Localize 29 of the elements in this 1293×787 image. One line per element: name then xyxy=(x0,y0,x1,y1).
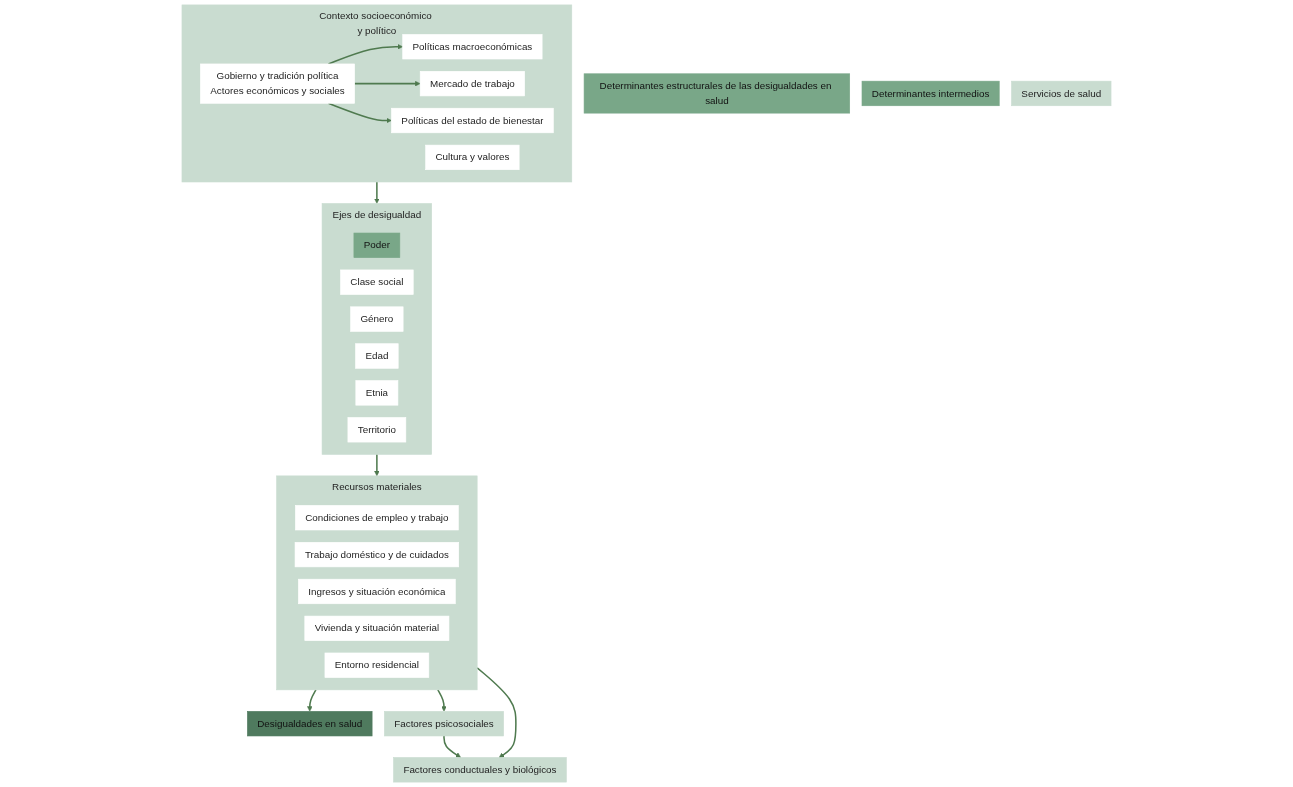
node-box: Cultura y valores xyxy=(425,144,520,170)
node-box: Trabajo doméstico y de cuidados xyxy=(294,542,459,568)
node-box: Poder xyxy=(353,232,401,258)
node-box: Factores psicosociales xyxy=(384,711,504,737)
node-box: Políticas del estado de bienestar xyxy=(391,107,554,134)
node-box: Mercado de trabajo xyxy=(419,71,525,97)
arrow xyxy=(476,667,517,758)
arrow xyxy=(353,80,421,87)
node-box: Etnia xyxy=(355,380,399,406)
node-box: Condiciones de empleo y trabajo xyxy=(295,505,459,531)
node-box: Servicios de salud xyxy=(1011,80,1112,107)
node-box: Determinantes intermedios xyxy=(861,80,1000,107)
arrow xyxy=(307,689,317,712)
node-box: Políticas macroeconómicas xyxy=(402,34,543,60)
arrow xyxy=(374,453,380,477)
node-box: Vivienda y situación material xyxy=(304,615,450,641)
node-box: Determinantes estructurales de las desigualdades en salud xyxy=(583,73,850,114)
node-box: Clase social xyxy=(340,269,414,295)
arrow xyxy=(374,181,380,204)
node-box: Ingresos y situación económica xyxy=(298,578,456,605)
node-box: Desigualdades en salud xyxy=(247,711,373,737)
node-box: Gobierno y tradición política Actores económicos y sociales xyxy=(200,63,355,104)
arrow xyxy=(443,735,461,758)
node-box: Factores conductuales y biológicos xyxy=(393,757,567,783)
node-box: Género xyxy=(350,306,404,332)
node-box: Edad xyxy=(355,343,399,369)
arrow xyxy=(437,689,447,712)
node-box: Territorio xyxy=(347,417,407,443)
node-box: Entorno residencial xyxy=(324,652,430,678)
